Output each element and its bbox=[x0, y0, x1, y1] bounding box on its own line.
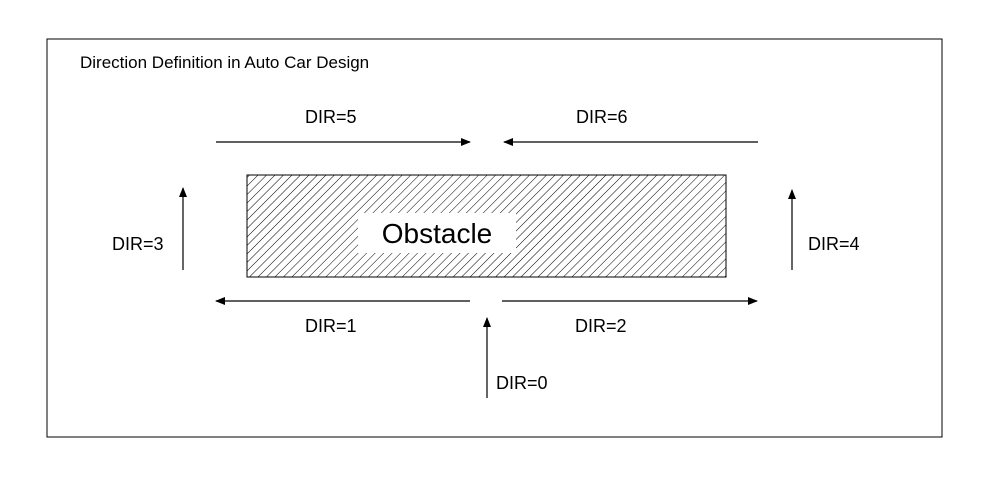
obstacle-label: Obstacle bbox=[382, 218, 493, 249]
obstacle-box bbox=[246, 174, 727, 278]
diagram-frame bbox=[46, 38, 943, 438]
dir3-label: DIR=3 bbox=[112, 234, 164, 254]
dir5-label: DIR=5 bbox=[305, 107, 357, 127]
obstacle-label-background bbox=[358, 213, 516, 253]
dir1-label: DIR=1 bbox=[305, 316, 357, 336]
dir6-label: DIR=6 bbox=[576, 107, 628, 127]
dir0-label: DIR=0 bbox=[496, 373, 548, 393]
dir2-label: DIR=2 bbox=[575, 316, 627, 336]
dir4-label: DIR=4 bbox=[808, 234, 860, 254]
diagram-title: Direction Definition in Auto Car Design bbox=[80, 53, 369, 72]
